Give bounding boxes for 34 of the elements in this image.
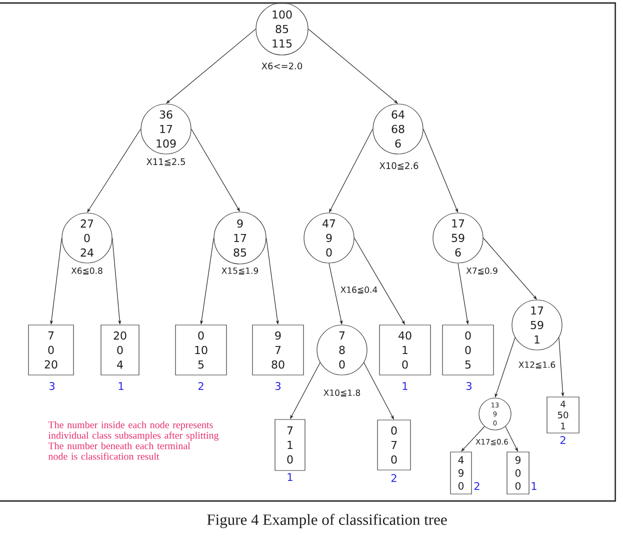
- class-label: 1: [288, 473, 292, 481]
- note-text: The number inside each node represents individual class subsamples after splitting: [48, 421, 219, 441]
- class-label: 1: [118, 382, 124, 390]
- leaf-box: 7 0 20: [28, 324, 74, 376]
- note-text: The number beneath each terminal node is classification result: [48, 442, 190, 460]
- leaf-box: 7 1 0: [274, 419, 306, 471]
- class-label: 2: [198, 382, 204, 390]
- class-label: 3: [49, 382, 54, 390]
- split-condition: X11≦2.5: [146, 158, 185, 166]
- split-condition: X10≦1.8: [324, 390, 360, 396]
- split-condition: X10≦2.6: [380, 162, 418, 170]
- split-condition: X6<=2.0: [262, 62, 302, 70]
- figure-caption: Figure 4 Example of classification tree: [207, 514, 447, 528]
- class-label: 3: [275, 382, 280, 390]
- split-condition: X7≦0.9: [466, 268, 498, 274]
- class-label: 3: [466, 382, 472, 390]
- class-label: 2: [560, 436, 566, 444]
- leaf-box: 9 7 80: [252, 324, 304, 376]
- leaf-box: 4 9 0: [450, 452, 472, 494]
- split-condition: X12≦1.6: [518, 362, 556, 368]
- class-label: 2: [391, 474, 396, 482]
- leaf-box: 0 10 5: [175, 324, 227, 376]
- leaf-box: 9 0 0: [506, 452, 530, 494]
- leaf-box: 0 7 0: [377, 420, 411, 470]
- class-label: 1: [402, 382, 408, 390]
- leaf-box: 20 0 4: [100, 324, 140, 376]
- class-label: 1: [532, 482, 536, 490]
- split-condition: X6≦0.8: [71, 268, 102, 274]
- leaf-box: 40 1 0: [379, 324, 431, 376]
- split-condition: X15≦1.9: [222, 268, 258, 274]
- split-condition: X16≦0.4: [340, 286, 378, 294]
- leaf-box: 0 0 5: [442, 324, 494, 376]
- class-label: 2: [474, 482, 480, 490]
- leaf-box: 4 50 1: [546, 396, 580, 434]
